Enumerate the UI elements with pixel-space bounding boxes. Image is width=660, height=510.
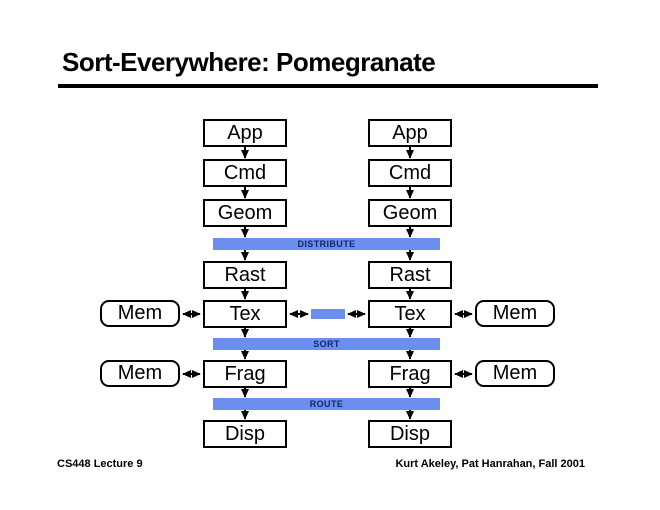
box-disp-left: Disp <box>203 420 287 448</box>
distribute-bar-label: DISTRIBUTE <box>297 238 356 249</box>
box-tex-left: Tex <box>203 300 287 328</box>
route-bar-label: ROUTE <box>309 398 344 409</box>
page-title: Sort-Everywhere: Pomegranate <box>62 47 436 77</box>
box-app-right: App <box>368 119 452 147</box>
box-rast-right: Rast <box>368 261 452 289</box>
box-mem-left-frag: Mem <box>100 360 180 387</box>
box-cmd-left: Cmd <box>203 159 287 187</box>
box-geom-left: Geom <box>203 199 287 227</box>
distribute-bar: DISTRIBUTE <box>213 238 440 250</box>
sort-bar: SORT <box>213 338 440 350</box>
box-geom-right: Geom <box>368 199 452 227</box>
tex-link-bar <box>311 309 345 319</box>
title-underline <box>58 84 598 88</box>
box-frag-right: Frag <box>368 360 452 388</box>
footer-course-label: CS448 Lecture 9 <box>57 458 143 470</box>
box-frag-left: Frag <box>203 360 287 388</box>
footer-authors-label: Kurt Akeley, Pat Hanrahan, Fall 2001 <box>395 458 585 470</box>
sort-bar-label: SORT <box>313 338 340 349</box>
box-disp-right: Disp <box>368 420 452 448</box>
route-bar: ROUTE <box>213 398 440 410</box>
box-cmd-right: Cmd <box>368 159 452 187</box>
box-tex-right: Tex <box>368 300 452 328</box>
box-mem-left-tex: Mem <box>100 300 180 327</box>
box-mem-right-frag: Mem <box>475 360 555 387</box>
box-mem-right-tex: Mem <box>475 300 555 327</box>
box-rast-left: Rast <box>203 261 287 289</box>
box-app-left: App <box>203 119 287 147</box>
